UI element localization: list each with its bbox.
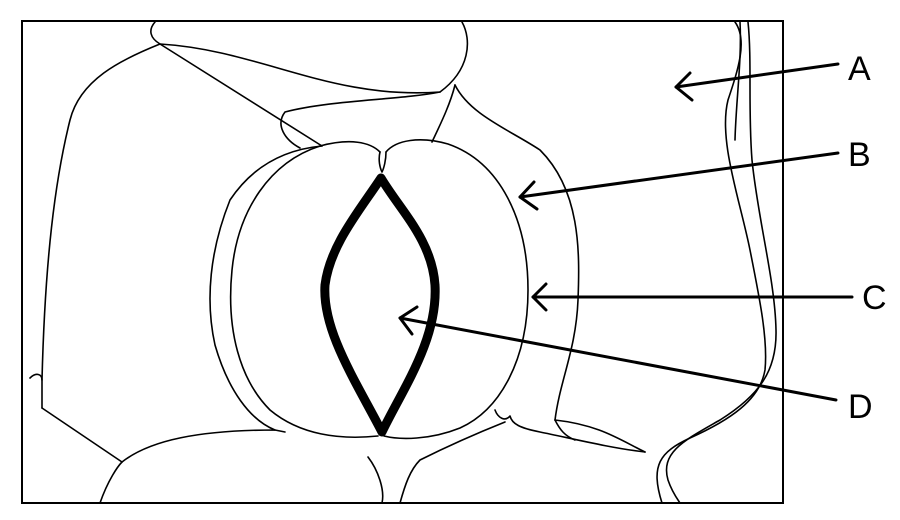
epidermal-cell-top-center — [159, 21, 469, 94]
vein-inner-line — [665, 21, 777, 504]
guard-cell-left — [229, 140, 381, 439]
label-arrows — [398, 62, 854, 402]
stomatal-pore — [320, 173, 440, 437]
epidermal-cell-left-notch — [29, 373, 43, 409]
arrow-a-shaft — [674, 62, 840, 89]
vein-middle-line — [734, 21, 742, 141]
arrow-d-shaft — [398, 316, 838, 402]
arrow-d-head — [398, 305, 419, 336]
label-c: C — [862, 279, 887, 317]
epidermal-cell-bottom-notch — [494, 409, 646, 453]
epidermal-cell-bottom-middle — [367, 456, 384, 504]
guard-cell-top-junction — [378, 151, 387, 173]
epidermal-cell-bottom-left-boundary — [41, 407, 123, 463]
diagram-frame — [21, 20, 784, 504]
arrow-c-head — [531, 282, 548, 312]
epidermal-cells — [29, 21, 646, 504]
subsidiary-cell-left — [209, 145, 323, 431]
arrow-c — [531, 282, 854, 312]
arrow-b-shaft — [518, 151, 840, 199]
subsidiary-cell-right-top — [431, 84, 456, 143]
arrow-d — [398, 305, 838, 402]
arrow-b — [518, 151, 840, 211]
label-a: A — [848, 50, 871, 88]
arrow-b-head — [518, 180, 539, 211]
epidermal-cell-left — [41, 21, 161, 381]
epidermal-cell-lower-right — [554, 419, 576, 441]
epidermal-cell-bottom-left — [99, 461, 123, 504]
epidermal-cell-bottom-right — [399, 421, 506, 504]
guard-cell-right — [383, 139, 529, 440]
arrow-a — [674, 62, 840, 102]
subsidiary-cell-top — [280, 91, 441, 149]
epidermal-cell-bottom-center — [121, 429, 286, 463]
label-b: B — [848, 136, 871, 174]
subsidiary-cell-right — [454, 84, 580, 421]
epidermal-cell-top-divider — [159, 43, 323, 147]
right-edge-vein — [656, 21, 777, 504]
epidermal-cell-right-top — [554, 419, 646, 453]
arrow-a-head — [674, 71, 694, 102]
guard-cells — [229, 139, 529, 440]
label-d: D — [848, 388, 873, 426]
